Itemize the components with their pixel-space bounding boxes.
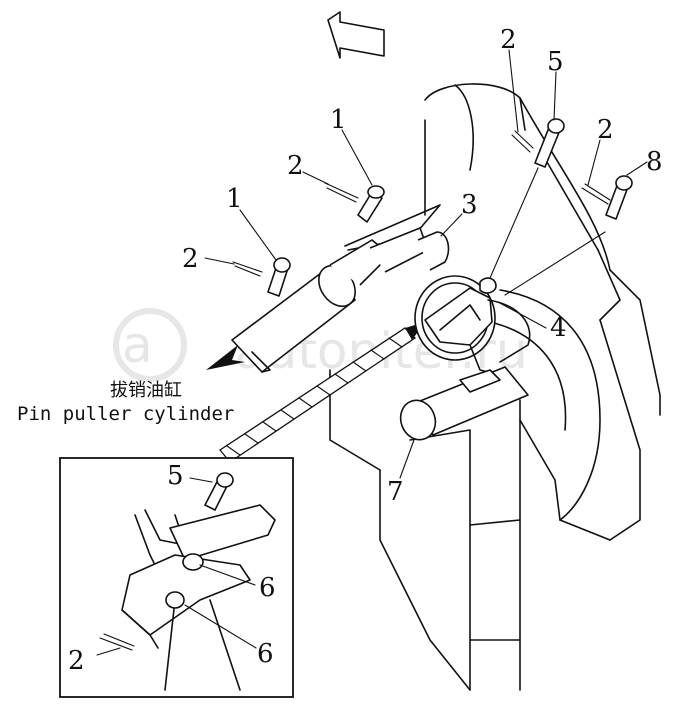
direction-arrow-icon [327,11,385,59]
callout-2-c: 2 [500,25,517,55]
caption-chinese: 拔销油缸 [110,379,182,401]
callout-8: 8 [646,147,663,177]
roller-pin [399,366,529,441]
pin-right-8 [605,175,633,220]
callout-2-inset: 2 [68,646,85,676]
cylinder-pointer-arrow [206,345,245,370]
leader-lines [204,49,648,479]
cotter-pins [232,130,611,277]
callout-5-inset: 5 [167,461,184,491]
callout-5-top: 5 [547,47,564,77]
callout-1-left: 1 [226,184,243,214]
callout-2-a: 2 [287,151,304,181]
callout-2-b: 2 [182,244,199,274]
pin-left-1 [267,257,291,297]
pin-puller-cylinder [231,227,450,373]
pin-coupling-assembly [414,275,531,376]
callout-4: 4 [550,313,567,343]
callout-6-b: 6 [257,639,274,669]
pin-top-5 [534,118,565,168]
callout-labels: 1 1 2 2 2 2 3 4 5 7 8 5 6 6 2 [68,25,663,676]
callout-3: 3 [461,190,478,220]
callout-1-top: 1 [330,105,347,135]
watermark-logo: a [122,316,153,374]
pin-top-1 [357,185,385,223]
callout-2-d: 2 [597,115,614,145]
inset-detail-view [59,457,294,698]
machine-body [329,83,661,691]
callout-6-a: 6 [259,573,276,603]
caption-english: Pin puller cylinder [17,403,234,425]
callout-7: 7 [387,477,404,507]
